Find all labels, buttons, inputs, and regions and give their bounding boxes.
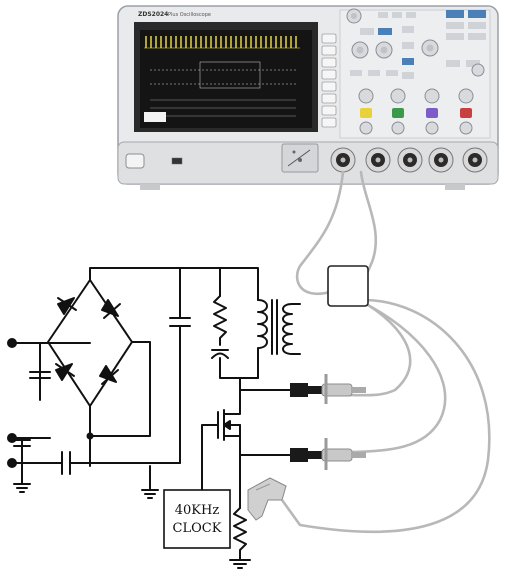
softkey-button: [321, 33, 337, 44]
scope-subtitle: Plus Oscilloscope: [168, 12, 211, 18]
scope-brand: ZDS2024: [138, 11, 168, 18]
channel-position-knob: [424, 88, 440, 104]
channel-scale-knob: [391, 121, 405, 135]
channel-select-button: [360, 108, 372, 118]
softkey-button: [321, 57, 337, 68]
probe-cable-loop: [298, 298, 491, 534]
knob-icon: [346, 8, 485, 77]
circuit: [7, 267, 301, 569]
clock-label-line2: CLOCK: [173, 521, 222, 536]
transformer: [257, 299, 301, 379]
softkey-button: [321, 105, 337, 116]
bnc-connector-pin: [375, 157, 381, 163]
usb-port-icon: [171, 157, 183, 165]
probe-adapter-box: [327, 265, 369, 307]
channel-position-knob: [458, 88, 474, 104]
snubber-resistor: [213, 295, 227, 346]
sense-resistor: [233, 507, 247, 561]
probe-cable-3: [343, 298, 447, 454]
channel-scale-knob: [459, 121, 473, 135]
clock-box: [163, 489, 231, 549]
bnc-connector-pin: [340, 157, 346, 163]
voltage-probe-2: [290, 438, 366, 470]
probe-cable-main: [343, 294, 412, 397]
softkey-button: [321, 93, 337, 104]
softkey-button: [321, 45, 337, 56]
mosfet-switch: [209, 409, 241, 456]
probe-cable-1: [295, 170, 345, 295]
diode-icon: [55, 297, 121, 385]
clock-block: 40KHz CLOCK: [163, 489, 231, 549]
channel-scale-knob: [359, 121, 373, 135]
channel-knobs: [358, 88, 474, 135]
bnc-connector-pin: [472, 157, 478, 163]
scope-controls: [339, 8, 491, 139]
bnc-connector-pin: [438, 157, 444, 163]
oscilloscope: ZDS2024 Plus Oscilloscope: [117, 5, 499, 190]
clock-label-line1: 40KHz: [175, 503, 220, 518]
probe-comp-terminal: [281, 143, 319, 173]
scope-trace: [144, 36, 300, 117]
voltage-probe-1: [290, 374, 366, 404]
softkey-button: [321, 69, 337, 80]
channel-select-button: [392, 108, 404, 118]
channel-position-knob: [390, 88, 406, 104]
channel-select-button: [460, 108, 472, 118]
softkey-button: [321, 117, 337, 128]
probe-cables: [295, 170, 491, 534]
scope-softkeys: [321, 33, 337, 128]
bnc-connector-row: [330, 147, 488, 173]
softkey-button: [321, 81, 337, 92]
channel-position-knob: [358, 88, 374, 104]
power-button-icon: [125, 153, 145, 169]
channel-select-button: [426, 108, 438, 118]
current-probe-clamp: [247, 477, 302, 526]
bnc-connector-pin: [407, 157, 413, 163]
channel-scale-knob: [425, 121, 439, 135]
